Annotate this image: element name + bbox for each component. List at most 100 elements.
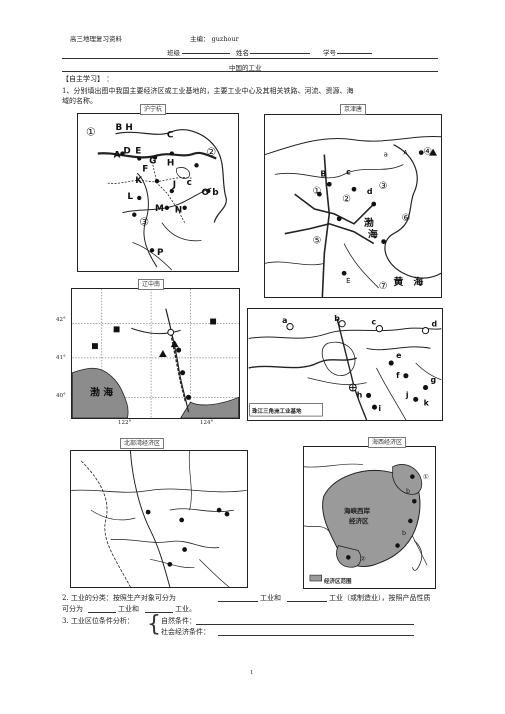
haixi-mark-b2: b — [402, 529, 407, 537]
header-editor: 主编： guzhour — [190, 35, 239, 43]
q2-blank-3[interactable] — [88, 612, 116, 613]
q2-line1-a: 2. 工业的分类：按照生产对象可分为 — [62, 594, 176, 602]
class-blank — [182, 53, 230, 54]
haixi-mark-1: ① — [423, 473, 429, 481]
svg-text:渤 海: 渤 海 — [90, 385, 113, 398]
svg-text:C: C — [167, 131, 174, 141]
q2-blank-1[interactable] — [218, 601, 258, 602]
header-rule — [62, 58, 438, 59]
svg-text:G: G — [149, 156, 156, 166]
svg-text:A: A — [403, 150, 407, 157]
section-label: 【自主学习】 ： — [62, 75, 114, 83]
svg-text:③: ③ — [139, 216, 149, 229]
svg-text:b: b — [334, 314, 340, 323]
question-1: 1、分别填出图中我国主要经济区或工业基地的，主要工业中心及其相关铁路、河流、资源… — [62, 87, 354, 95]
svg-text:P: P — [157, 248, 164, 258]
svg-text:h: h — [357, 390, 363, 399]
svg-text:B: B — [116, 123, 123, 133]
svg-text:⑥: ⑥ — [401, 213, 410, 224]
haixi-map: 海峡西岸 经济区 ① ② b b 经济区范围 — [303, 446, 436, 589]
haixi-mark-b1: b — [406, 487, 411, 495]
svg-text:O: O — [201, 188, 209, 198]
svg-text:A: A — [114, 150, 121, 160]
q3-social-blank[interactable] — [218, 635, 414, 636]
q2-blank-2[interactable] — [287, 601, 327, 602]
svg-text:a: a — [282, 316, 287, 325]
liaozhongnan-map: 渤 海 — [71, 288, 240, 419]
q3-natural: 自然条件： — [161, 617, 196, 625]
number-blank — [337, 53, 372, 54]
svg-text:①: ① — [312, 186, 321, 197]
svg-text:a: a — [384, 151, 388, 159]
beibuwan-label: 北部湾经济区 — [120, 438, 165, 449]
svg-text:k: k — [424, 398, 430, 407]
lon-122: 122° — [118, 420, 132, 426]
q2-blank-4[interactable] — [145, 612, 173, 613]
name-label: 姓名 — [236, 49, 249, 57]
svg-text:渤: 渤 — [364, 216, 374, 229]
svg-text:e: e — [396, 351, 401, 360]
lat-42: 42° — [56, 317, 66, 323]
svg-text:①: ① — [86, 126, 96, 139]
jingjintang-label: 京津唐 — [340, 104, 367, 115]
svg-text:H: H — [125, 123, 132, 133]
haixi-zone: 海峡西岸 — [344, 507, 370, 515]
svg-text:B: B — [320, 169, 326, 178]
q2-line1-c: 工业（或制造业），按照产品性质 — [329, 594, 431, 602]
lat-40: 40° — [56, 393, 66, 399]
svg-text:黄: 黄 — [394, 275, 404, 288]
lat-41: 41° — [56, 355, 66, 361]
title-rule — [62, 71, 438, 72]
svg-text:b: b — [212, 188, 218, 198]
haixi-label: 海西经济区 — [368, 437, 407, 448]
svg-text:d: d — [367, 187, 373, 196]
svg-text:②: ② — [342, 194, 351, 205]
svg-text:c: c — [346, 167, 351, 176]
svg-text:H: H — [167, 158, 174, 168]
q2-line2-c: 工业。 — [175, 605, 196, 613]
svg-text:⑤: ⑤ — [312, 236, 321, 247]
svg-text:N: N — [175, 206, 182, 216]
zhujiang-label: 珠江三角洲工业基地 — [252, 409, 302, 415]
svg-text:f: f — [396, 371, 400, 380]
svg-text:c: c — [187, 178, 192, 188]
header-subject: 高三地理复习资料 — [70, 35, 122, 43]
q3-label: 3. 工业区位条件分析： — [62, 617, 134, 625]
question-1-cont: 域的名称。 — [62, 97, 97, 105]
q2-line1-b: 工业和 — [260, 594, 281, 602]
svg-text:J: J — [172, 180, 176, 190]
svg-text:d: d — [431, 320, 437, 329]
number-label: 学号 — [323, 49, 336, 57]
class-label: 班级 — [167, 49, 180, 57]
q3-social: 社会经济条件： — [161, 628, 210, 636]
liaozhongnan-label: 辽中南 — [138, 279, 165, 290]
svg-text:海: 海 — [368, 228, 378, 241]
svg-text:i: i — [378, 404, 381, 413]
lon-124: 124° — [200, 420, 214, 426]
name-blank — [250, 53, 310, 54]
beibuwan-map — [70, 450, 248, 588]
q2-line2-b: 工业和 — [118, 605, 139, 613]
svg-text:③: ③ — [379, 181, 388, 192]
haixi-zone2: 经济区 — [349, 517, 369, 525]
svg-text:j: j — [405, 390, 409, 399]
page-number: 1 — [250, 670, 254, 676]
zhujiang-map: a b c d e f g h i j k 珠江三角洲工业基地 — [247, 308, 443, 421]
q3-brace: { — [147, 612, 161, 637]
svg-text:E: E — [346, 277, 350, 285]
svg-text:K: K — [135, 176, 143, 186]
haixi-legend: 经济区范围 — [324, 579, 352, 585]
svg-text:E: E — [135, 146, 141, 156]
svg-text:g: g — [430, 376, 436, 385]
svg-text:F: F — [142, 164, 148, 174]
q3-natural-blank[interactable] — [196, 624, 414, 625]
hunanghang-label: 沪宁杭 — [140, 104, 167, 115]
page-title: 中国的工业 — [229, 64, 262, 72]
svg-text:c: c — [372, 318, 377, 327]
svg-text:④: ④ — [423, 147, 432, 158]
svg-text:D: D — [123, 146, 130, 156]
haixi-mark-2: ② — [360, 555, 366, 563]
q2-line2-a: 可分为 — [62, 605, 83, 613]
